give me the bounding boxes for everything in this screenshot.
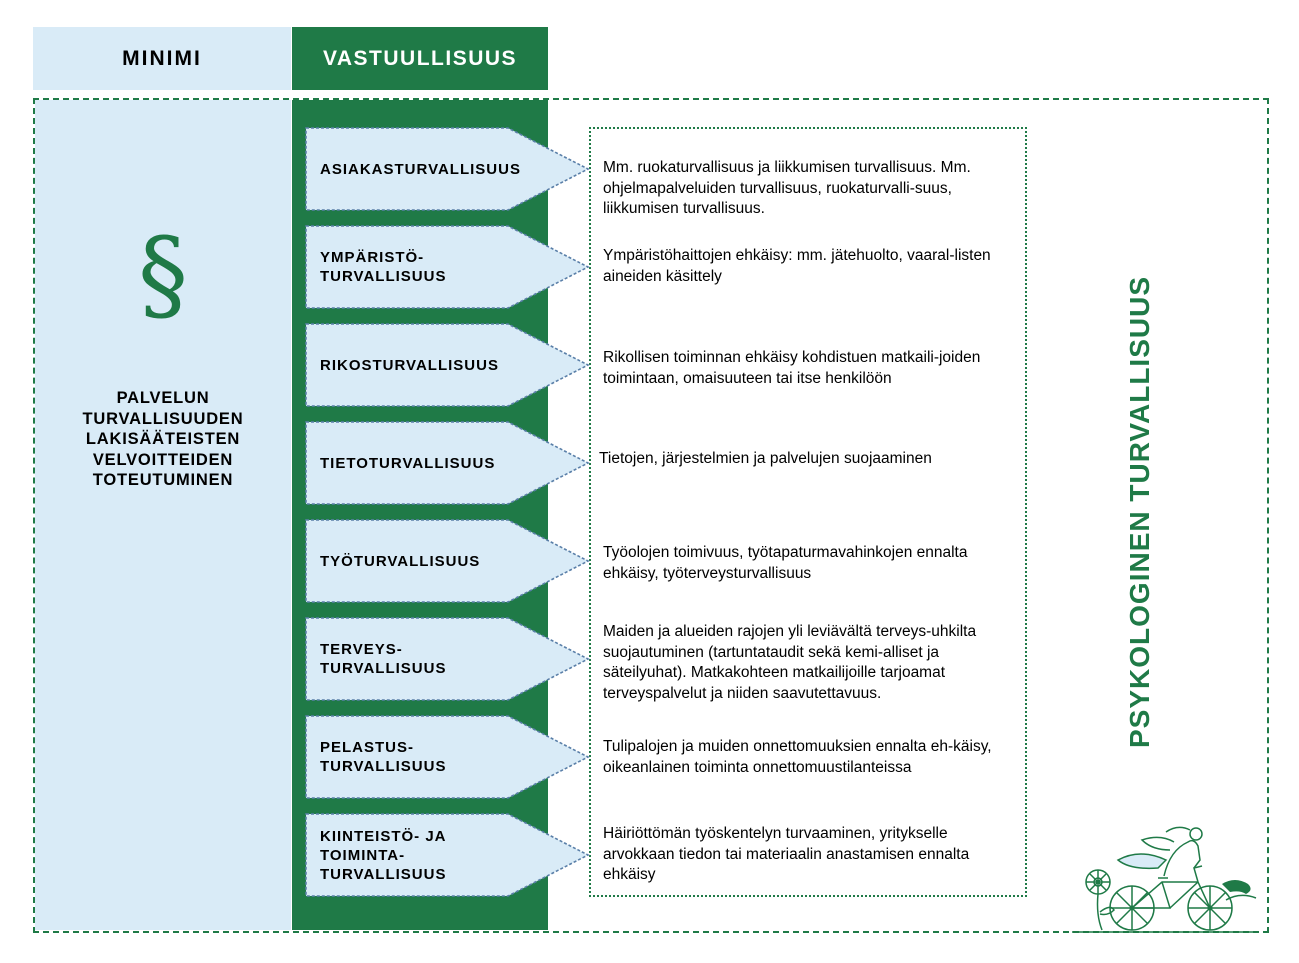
category-description: Häiriöttömän työskentelyn turvaaminen, y… [603, 825, 970, 883]
category-tag-shape [305, 127, 590, 211]
minimi-column [35, 100, 291, 930]
outer-dashed-frame [33, 98, 1269, 933]
category-tag-outline [305, 421, 590, 505]
category-tag-outline [305, 813, 590, 897]
category-label-line: TURVALLISUUS [320, 758, 447, 775]
category-description: Tulipalojen ja muiden onnettomuuksien en… [603, 738, 992, 776]
category-tag-outline [305, 323, 590, 407]
minimi-text-line: TOTEUTUMINEN [92, 471, 234, 489]
category-description: Tietojen, järjestelmien ja palvelujen su… [599, 450, 932, 467]
category-label-line: TYÖTURVALLISUUS [320, 552, 481, 570]
category-label-line: KIINTEISTÖ- JA [320, 827, 447, 845]
paragraph-icon: § [138, 216, 188, 333]
category-label: TIETOTURVALLISUUS [320, 421, 535, 505]
category-tag-shape [305, 225, 590, 309]
category-tag-shape [305, 519, 590, 603]
category-tag-shape [305, 813, 590, 897]
category-tag-outline [305, 519, 590, 603]
category-tag-shape [305, 617, 590, 701]
vertical-title-text: PSYKOLOGINEN TURVALLISUUS [1124, 275, 1155, 748]
minimi-text-line: VELVOITTEIDEN [92, 450, 234, 469]
minimi-text: PALVELUN TURVALLISUUDEN LAKISÄÄTEISTEN VELV… [55, 388, 271, 491]
minimi-text-line: PALVELUN [116, 389, 210, 407]
header-minimi: MINIMI [33, 27, 291, 90]
minimi-text-line: LAKISÄÄTEISTEN [85, 430, 241, 448]
category-label-line: TIETOTURVALLISUUS [320, 454, 496, 472]
category-tag-outline [305, 617, 590, 701]
category-label: YMPÄRISTÖ- TURVALLISUUS [320, 225, 535, 309]
category-tag-outline [305, 225, 590, 309]
category-tag-outline [305, 715, 590, 799]
cyclist-illustration [1072, 826, 1257, 933]
category-tag-shape [305, 323, 590, 407]
category-label: ASIAKASTURVALLISUUS [320, 127, 535, 211]
description-frame [589, 127, 1027, 897]
category-tag-outline [305, 127, 590, 211]
category-label-line: PELASTUS- [320, 739, 415, 756]
category-description: Ympäristöhaittojen ehkäisy: mm. jätehuol… [603, 247, 991, 285]
category-label-line: RIKOSTURVALLISUUS [320, 356, 499, 374]
header-vastuullisuus: VASTUULLISUUS [292, 27, 548, 90]
category-description: Rikollisen toiminnan ehkäisy kohdistuen … [603, 349, 981, 387]
category-label-line: TURVALLISUUS [320, 660, 447, 677]
category-label: PELASTUS- TURVALLISUUS [320, 715, 535, 799]
category-label: TERVEYS- TURVALLISUUS [320, 617, 535, 701]
category-label: TYÖTURVALLISUUS [320, 519, 535, 603]
category-label-line: TURVALLISUUS [320, 268, 447, 285]
category-tag-shape [305, 715, 590, 799]
category-label-line: YMPÄRISTÖ- [320, 249, 425, 266]
category-label-line: TURVALLISUUS [320, 865, 447, 883]
category-label: RIKOSTURVALLISUUS [320, 323, 535, 407]
category-description: Työolojen toimivuus, työtapaturmavahinko… [603, 544, 968, 582]
category-tag-shape [305, 421, 590, 505]
minimi-text-line: TURVALLISUUDEN [82, 409, 244, 428]
category-label-line: ASIAKASTURVALLISUUS [320, 160, 521, 178]
category-description: Maiden ja alueiden rajojen yli leviävält… [603, 623, 977, 702]
category-description: Mm. ruokaturvallisuus ja liikkumisen tur… [603, 159, 971, 217]
category-label-line: TOIMINTA- [320, 846, 406, 864]
category-label-line: TERVEYS- [320, 641, 403, 658]
